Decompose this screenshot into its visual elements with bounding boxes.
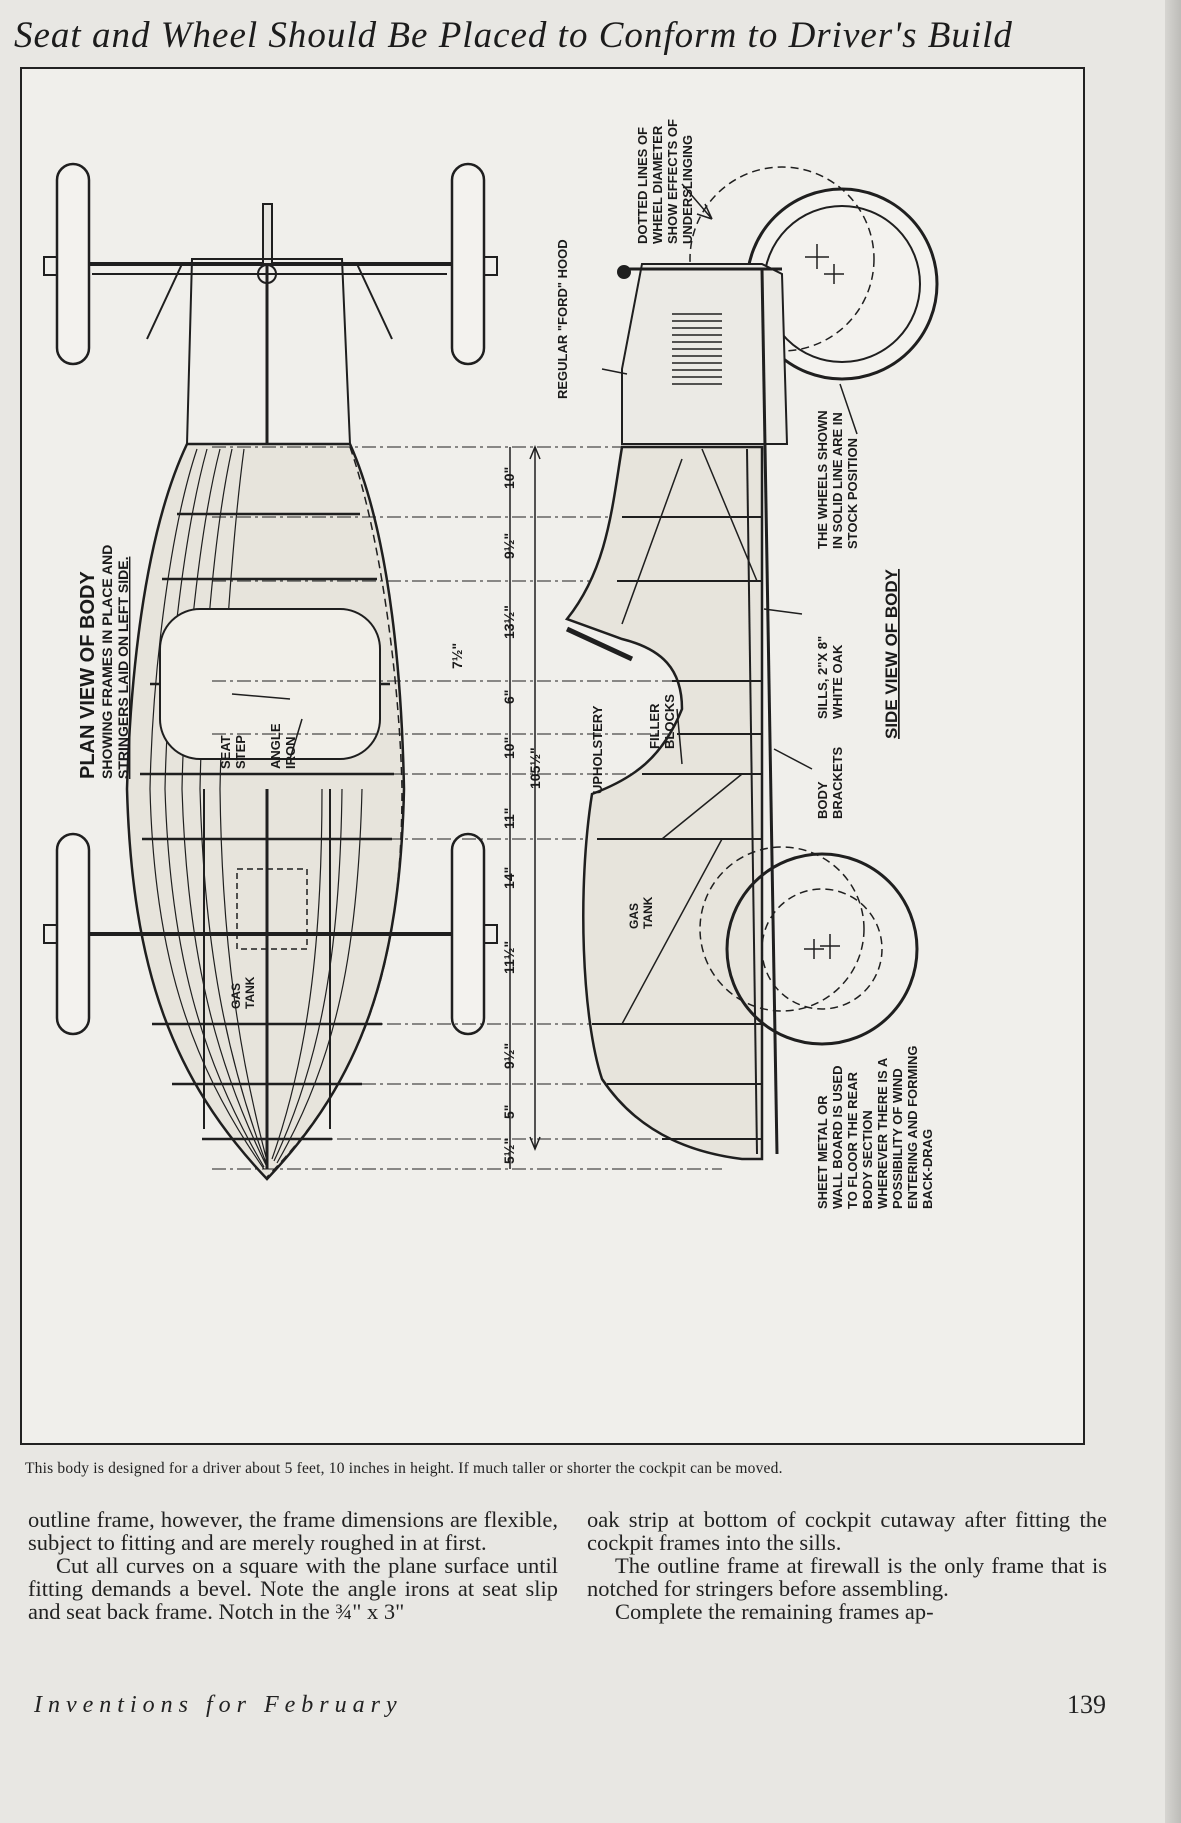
text-column-2: oak strip at bottom of cockpit cutaway a…: [587, 1508, 1107, 1623]
sheet-metal-label-4: BODY SECTION: [860, 1110, 875, 1209]
sheet-metal-label-8: BACK-DRAG: [920, 1129, 935, 1209]
ford-hood-label: REGULAR "FORD" HOOD: [555, 239, 570, 399]
body-diagram: PLAN VIEW OF BODY SHOWING FRAMES IN PLAC…: [20, 67, 1085, 1445]
dimension-label: 5": [501, 1105, 517, 1119]
side-rear-wheel-outer: [725, 852, 919, 1046]
dimension-label: 10": [501, 467, 517, 489]
dimension-label: 6": [501, 690, 517, 704]
figure-caption: This body is designed for a driver about…: [25, 1460, 783, 1477]
side-body-outline: [564, 445, 764, 1161]
sills-label-2: WHITE OAK: [830, 644, 845, 719]
paragraph: Cut all curves on a square with the plan…: [28, 1553, 558, 1624]
plan-rear-left-wheel: [55, 832, 91, 1036]
angle-iron-label-2: IRON: [283, 737, 298, 770]
plan-view-title: PLAN VIEW OF BODY: [77, 571, 99, 779]
seat-step-label-1: SEAT: [218, 735, 233, 769]
plan-front-right-wheel: [450, 162, 486, 366]
page-title: Seat and Wheel Should Be Placed to Confo…: [14, 15, 1013, 56]
dotted-lines-label-4: UNDERSLINGING: [680, 135, 695, 244]
plan-front-left-wheel: [55, 162, 91, 366]
text-column-1: outline frame, however, the frame dimens…: [28, 1508, 558, 1623]
plan-gas-tank-label-2: TANK: [243, 976, 257, 1009]
dimension-label: 13½": [501, 605, 517, 639]
paragraph: Complete the remaining frames ap-: [615, 1599, 934, 1624]
body-brackets-label-2: BRACKETS: [830, 746, 845, 819]
sheet-metal-label-6: POSSIBILITY OF WIND: [890, 1068, 905, 1209]
upholstery-label: UPHOLSTERY: [590, 705, 605, 794]
plan-view-subtitle-2: STRINGERS LAID ON LEFT SIDE.: [115, 557, 131, 779]
dotted-lines-label-2: WHEEL DIAMETER: [650, 125, 665, 244]
plan-rear-right-wheel: [450, 832, 486, 1036]
paragraph: The outline frame at firewall is the onl…: [587, 1553, 1107, 1601]
body-brackets-label-1: BODY: [815, 781, 830, 819]
sheet-metal-label-3: TO FLOOR THE REAR: [845, 1071, 860, 1209]
dimension-label: 11½": [501, 941, 517, 974]
plan-gas-tank-label-1: GAS: [229, 983, 243, 1009]
dimension-label: 10": [501, 737, 517, 759]
dotted-lines-label-3: SHOW EFFECTS OF: [665, 119, 680, 244]
angle-iron-label-1: ANGLE: [268, 723, 283, 769]
dimension-label-7half: 7½": [449, 643, 465, 669]
wheels-label-2: IN SOLID LINE ARE IN: [830, 412, 845, 549]
filler-blocks-label-2: BLOCKS: [662, 694, 677, 749]
sheet-metal-label-7: ENTERING AND FORMING: [905, 1046, 920, 1209]
dotted-lines-label-1: DOTTED LINES OF: [635, 127, 650, 244]
filler-blocks-label-1: FILLER: [647, 703, 662, 749]
overall-length-label: 105½": [527, 747, 543, 789]
side-gas-tank-label-2: TANK: [641, 896, 655, 929]
sills-label-1: SILLS, 2"X 8": [815, 636, 830, 719]
diagram-svg: PLAN VIEW OF BODY SHOWING FRAMES IN PLAC…: [43, 119, 939, 1210]
side-view-title: SIDE VIEW OF BODY: [882, 568, 901, 739]
sheet-metal-label-1: SHEET METAL OR: [815, 1095, 830, 1209]
dimension-label: 5½": [501, 1138, 517, 1164]
dimension-label: 9½": [501, 533, 517, 559]
page-number: 139: [1067, 1690, 1106, 1719]
magazine-footer: Inventions for February: [34, 1692, 403, 1718]
dimension-label: 11": [501, 808, 517, 829]
sheet-metal-label-2: WALL BOARD IS USED: [830, 1066, 845, 1210]
seat-step-label-2: STEP: [233, 735, 248, 769]
wheels-label-3: STOCK POSITION: [845, 438, 860, 549]
paragraph: outline frame, however, the frame dimens…: [28, 1507, 558, 1555]
page-edge: [1165, 0, 1181, 1823]
wheels-label-1: THE WHEELS SHOWN: [815, 410, 830, 549]
side-hood: [621, 263, 789, 445]
dimension-label: 14": [501, 867, 517, 889]
sheet-metal-label-5: WHEREVER THERE IS A: [875, 1057, 890, 1209]
paragraph: oak strip at bottom of cockpit cutaway a…: [587, 1507, 1107, 1555]
plan-view-subtitle-1: SHOWING FRAMES IN PLACE AND: [99, 545, 115, 779]
dimension-label: 9½": [501, 1043, 517, 1069]
side-gas-tank-label-1: GAS: [627, 903, 641, 929]
